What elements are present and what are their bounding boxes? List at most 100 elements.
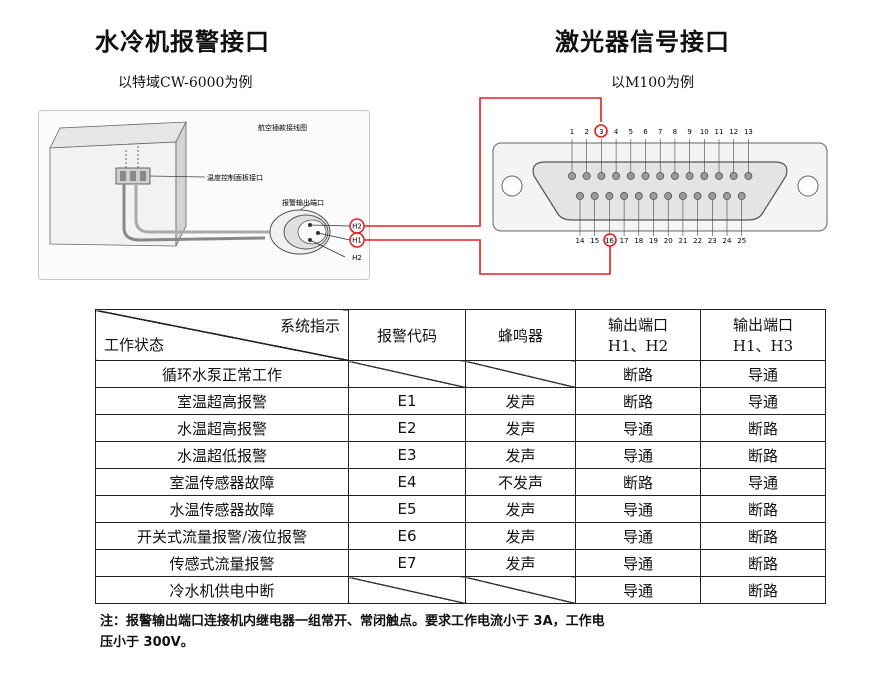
state-cell: 传感式流量报警 xyxy=(95,549,349,577)
db25-pin-label-3: 3 xyxy=(599,128,603,136)
terminal-h2-lower: H2 xyxy=(352,254,362,262)
output-h1h2-cell: 导通 xyxy=(575,441,701,469)
right-title: 激光器信号接口 xyxy=(555,27,730,56)
db25-pin-23 xyxy=(708,192,717,200)
output-h1h3-cell: 断路 xyxy=(700,441,826,469)
alarm-code-cell xyxy=(348,360,466,388)
db25-pin-label-15: 15 xyxy=(590,237,599,245)
db25-pin-label-5: 5 xyxy=(629,128,633,136)
aviation-plug xyxy=(269,201,351,258)
db25-pin-label-6: 6 xyxy=(643,128,648,136)
db25-pin-label-21: 21 xyxy=(678,237,687,245)
buzzer-cell: 不发声 xyxy=(465,468,576,496)
db25-pin-label-16: 16 xyxy=(605,237,614,245)
db25-pin-6 xyxy=(641,172,650,180)
db25-pin-label-4: 4 xyxy=(614,128,619,136)
footnote-line2: 压小于 300V。 xyxy=(100,635,194,650)
header-output-h1h3-line2: H1、H3 xyxy=(732,337,794,355)
db25-pin-3 xyxy=(597,172,606,180)
header-system-indication: 系统指示 xyxy=(279,317,340,335)
header-output-h1h2-line1: 输出端口 xyxy=(607,316,668,334)
state-cell: 开关式流量报警/液位报警 xyxy=(95,522,349,550)
db25-pin-8 xyxy=(671,172,679,180)
pin-3-highlight xyxy=(594,124,608,138)
output-h1h2-cell: 导通 xyxy=(575,549,701,577)
db25-pin-label-11: 11 xyxy=(715,128,724,136)
buzzer-cell: 发声 xyxy=(465,387,576,415)
db25-pin-13 xyxy=(744,172,753,180)
output-h1h3-cell: 断路 xyxy=(700,549,826,577)
output-h1h2-cell: 导通 xyxy=(575,414,701,442)
db25-pin-label-25: 25 xyxy=(737,237,746,245)
db25-pin-20 xyxy=(664,192,673,200)
output-h1h2-cell: 导通 xyxy=(575,495,701,523)
db25-pin-16 xyxy=(605,192,614,200)
output-h1h2-cell: 断路 xyxy=(575,468,701,496)
panel-label: 温度控制面板接口 xyxy=(207,173,263,182)
terminal-h2: H2 xyxy=(352,223,362,231)
output-h1h3-cell: 断路 xyxy=(700,414,826,442)
header-output-h1h3: 输出端口 H1、H3 xyxy=(700,309,826,361)
db25-pin-label-20: 20 xyxy=(664,237,673,245)
buzzer-cell: 发声 xyxy=(465,495,576,523)
db25-pin-24 xyxy=(723,192,731,200)
output-h1h3-cell: 导通 xyxy=(700,387,826,415)
left-subtitle: 以特域CW-6000为例 xyxy=(118,75,253,91)
output-h1h3-cell: 导通 xyxy=(700,360,826,388)
output-h1h3-cell: 断路 xyxy=(700,495,826,523)
output-h1h3-cell: 断路 xyxy=(700,522,826,550)
alarm-code-cell: E7 xyxy=(348,549,466,577)
db25-pin-9 xyxy=(685,172,694,180)
table-row: 冷水机供电中断导通断路 xyxy=(95,576,826,604)
db25-pin-10 xyxy=(700,172,709,180)
db25-pin-1 xyxy=(568,172,576,180)
state-cell: 室温传感器故障 xyxy=(95,468,349,496)
db25-pin-19 xyxy=(649,192,658,200)
buzzer-cell: 发声 xyxy=(465,441,576,469)
header-buzzer: 蜂鸣器 xyxy=(465,309,576,361)
header-alarm-code: 报警代码 xyxy=(348,309,466,361)
db25-pin-14 xyxy=(576,192,584,200)
header-corner: 系统指示 工作状态 xyxy=(95,309,349,361)
buzzer-cell xyxy=(465,360,576,388)
terminal-h1: H1 xyxy=(352,237,362,245)
header-output-h1h2: 输出端口 H1、H2 xyxy=(575,309,701,361)
signal-wires xyxy=(364,97,617,275)
db25-pin-label-19: 19 xyxy=(649,237,658,245)
db25-pin-label-17: 17 xyxy=(620,237,629,245)
db25-pin-label-22: 22 xyxy=(693,237,702,245)
db25-pin-21 xyxy=(679,192,687,200)
db25-pin-18 xyxy=(634,192,643,200)
output-h1h2-cell: 断路 xyxy=(575,387,701,415)
db25-pin-label-7: 7 xyxy=(658,128,662,136)
output-h1h2-cell: 导通 xyxy=(575,576,701,604)
header-working-state: 工作状态 xyxy=(104,336,165,354)
output-h1h3-cell: 断路 xyxy=(700,576,826,604)
buzzer-cell: 发声 xyxy=(465,414,576,442)
db25-pin-label-14: 14 xyxy=(576,237,585,245)
pin-16-highlight xyxy=(603,233,617,247)
state-cell: 水温传感器故障 xyxy=(95,495,349,523)
db25-pin-15 xyxy=(590,192,599,200)
db25-pin-label-9: 9 xyxy=(687,128,691,136)
output-h1h2-cell: 断路 xyxy=(575,360,701,388)
db25-pin-label-18: 18 xyxy=(634,237,643,245)
terminal-block xyxy=(115,146,206,185)
db25-pin-label-10: 10 xyxy=(700,128,709,136)
db25-pin-11 xyxy=(715,172,723,180)
alarm-code-cell xyxy=(348,576,466,604)
footnote: 注：报警输出端口连接机内继电器一组常开、常闭触点。要求工作电流小于 3A，工作电… xyxy=(100,611,830,653)
alarm-code-cell: E3 xyxy=(348,441,466,469)
buzzer-cell xyxy=(465,576,576,604)
db25-pin-2 xyxy=(582,172,591,180)
db25-pin-label-12: 12 xyxy=(729,128,738,136)
output-h1h2-cell: 导通 xyxy=(575,522,701,550)
db25-pin-label-23: 23 xyxy=(708,237,717,245)
alarm-port-label: 报警输出端口 xyxy=(282,198,324,207)
db25-pin-label-1: 1 xyxy=(570,128,574,136)
